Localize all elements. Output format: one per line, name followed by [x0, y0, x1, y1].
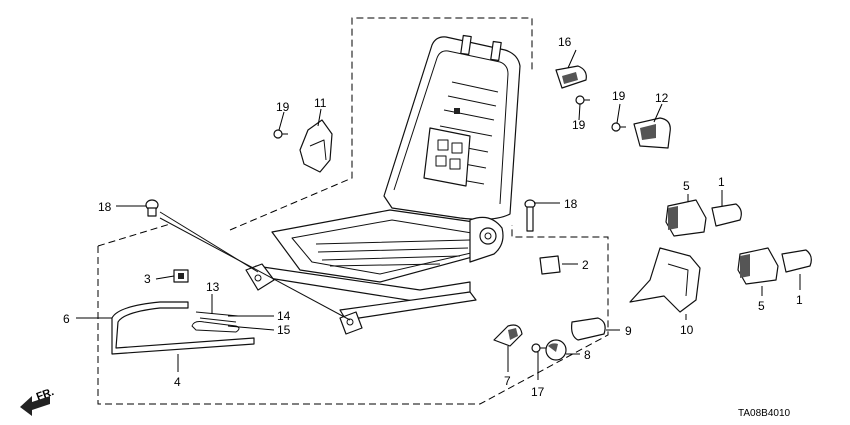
- part-1-knob-lower: [781, 249, 812, 273]
- boundary-lines: [97, 17, 609, 405]
- callout-9: 9: [625, 324, 632, 338]
- part-12-cover: [633, 117, 671, 149]
- part-14-15-spring: [191, 321, 240, 333]
- part-19-screw-c: [611, 122, 626, 132]
- callout-16: 16: [558, 35, 572, 49]
- callout-13: 13: [206, 280, 220, 294]
- part-19-screw-b: [273, 129, 288, 139]
- part-18-bolt-b: [524, 199, 536, 232]
- callout-4: 4: [174, 375, 181, 389]
- callout-1: 1: [796, 293, 803, 307]
- callout-5: 5: [758, 299, 765, 313]
- leader-lines: [76, 49, 801, 380]
- part-3-clip: [173, 269, 189, 283]
- part-10-garnish: [629, 247, 701, 313]
- seat-frame: [159, 34, 521, 335]
- part-17-screw: [531, 343, 546, 353]
- callout-3: 3: [144, 272, 151, 286]
- callout-10: 10: [680, 323, 694, 337]
- callout-18: 18: [98, 200, 112, 214]
- front-direction-label: FR.: [35, 386, 56, 403]
- part-7-lever: [493, 324, 523, 347]
- callout-11: 11: [314, 96, 327, 110]
- callout-2: 2: [582, 258, 589, 272]
- drawing-code: TA08B4010: [738, 408, 791, 419]
- callout-17: 17: [531, 385, 545, 399]
- callout-labels: 16 19 19 11 19 12 18 18 2 3 13 14 15 6 4…: [63, 35, 803, 399]
- callout-14: 14: [277, 309, 291, 323]
- callout-5: 5: [683, 179, 690, 193]
- part-8-cap: [545, 339, 567, 361]
- part-4-bar: [111, 301, 255, 355]
- front-direction-arrow-icon: [20, 396, 50, 416]
- callout-19: 19: [572, 118, 586, 132]
- part-9-knob: [571, 317, 606, 341]
- callout-1: 1: [718, 175, 725, 189]
- callout-12: 12: [655, 91, 669, 105]
- part-5-switch-lower: [737, 247, 779, 285]
- part-11-bracket: [299, 119, 333, 173]
- callout-18: 18: [564, 197, 578, 211]
- part-1-knob-upper: [711, 203, 742, 227]
- part-2-clip: [539, 255, 561, 275]
- part-18-bolt-a: [145, 199, 159, 217]
- callout-19: 19: [612, 89, 626, 103]
- callout-8: 8: [584, 348, 591, 362]
- callout-19: 19: [276, 100, 290, 114]
- part-19-screw-a: [575, 95, 590, 105]
- callout-15: 15: [277, 323, 291, 337]
- callout-7: 7: [504, 374, 511, 388]
- callout-6: 6: [63, 312, 70, 326]
- part-16-bracket: [555, 65, 587, 89]
- part-5-switch-upper: [665, 199, 707, 237]
- part-13-wire: [195, 311, 239, 323]
